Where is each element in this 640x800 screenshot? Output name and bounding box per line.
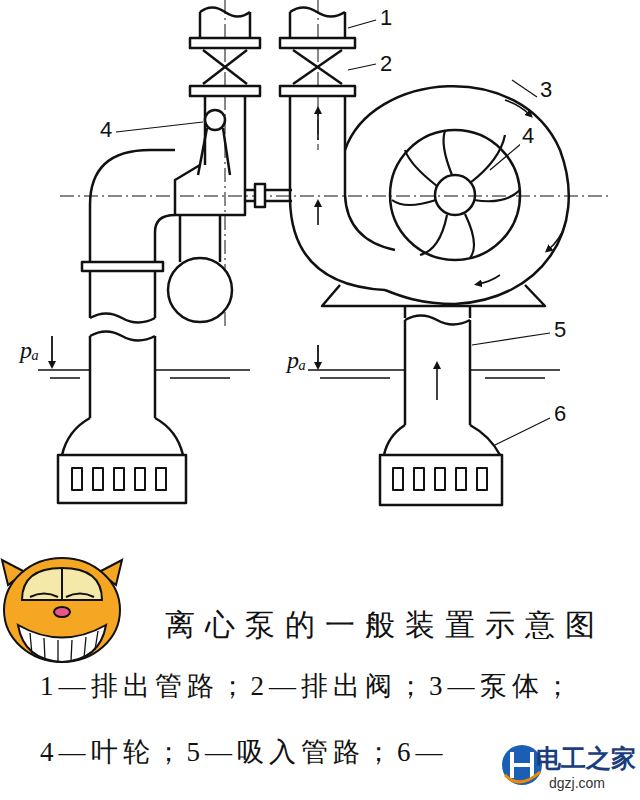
pressure-label: pₐ	[18, 337, 41, 363]
figure-caption: 离心泵的一般装置示意图	[165, 608, 605, 641]
callout-number: 6	[552, 402, 568, 426]
watermark-url: dgzj.com	[549, 776, 605, 791]
callout-number: 5	[552, 318, 568, 342]
callout-number: 1	[378, 6, 394, 30]
legend-line: 4—叶轮；5—吸入管路；6—	[40, 738, 448, 768]
callout-number: 3	[538, 78, 554, 102]
callout-number: 4	[98, 118, 114, 142]
callout-number: 2	[378, 52, 394, 76]
pressure-label: pₐ	[285, 347, 308, 373]
callout-number: 4	[520, 124, 536, 148]
legend-line: 1—排出管路；2—排出阀；3—泵体；	[40, 672, 576, 702]
watermark-text: 电工之家	[536, 745, 636, 773]
